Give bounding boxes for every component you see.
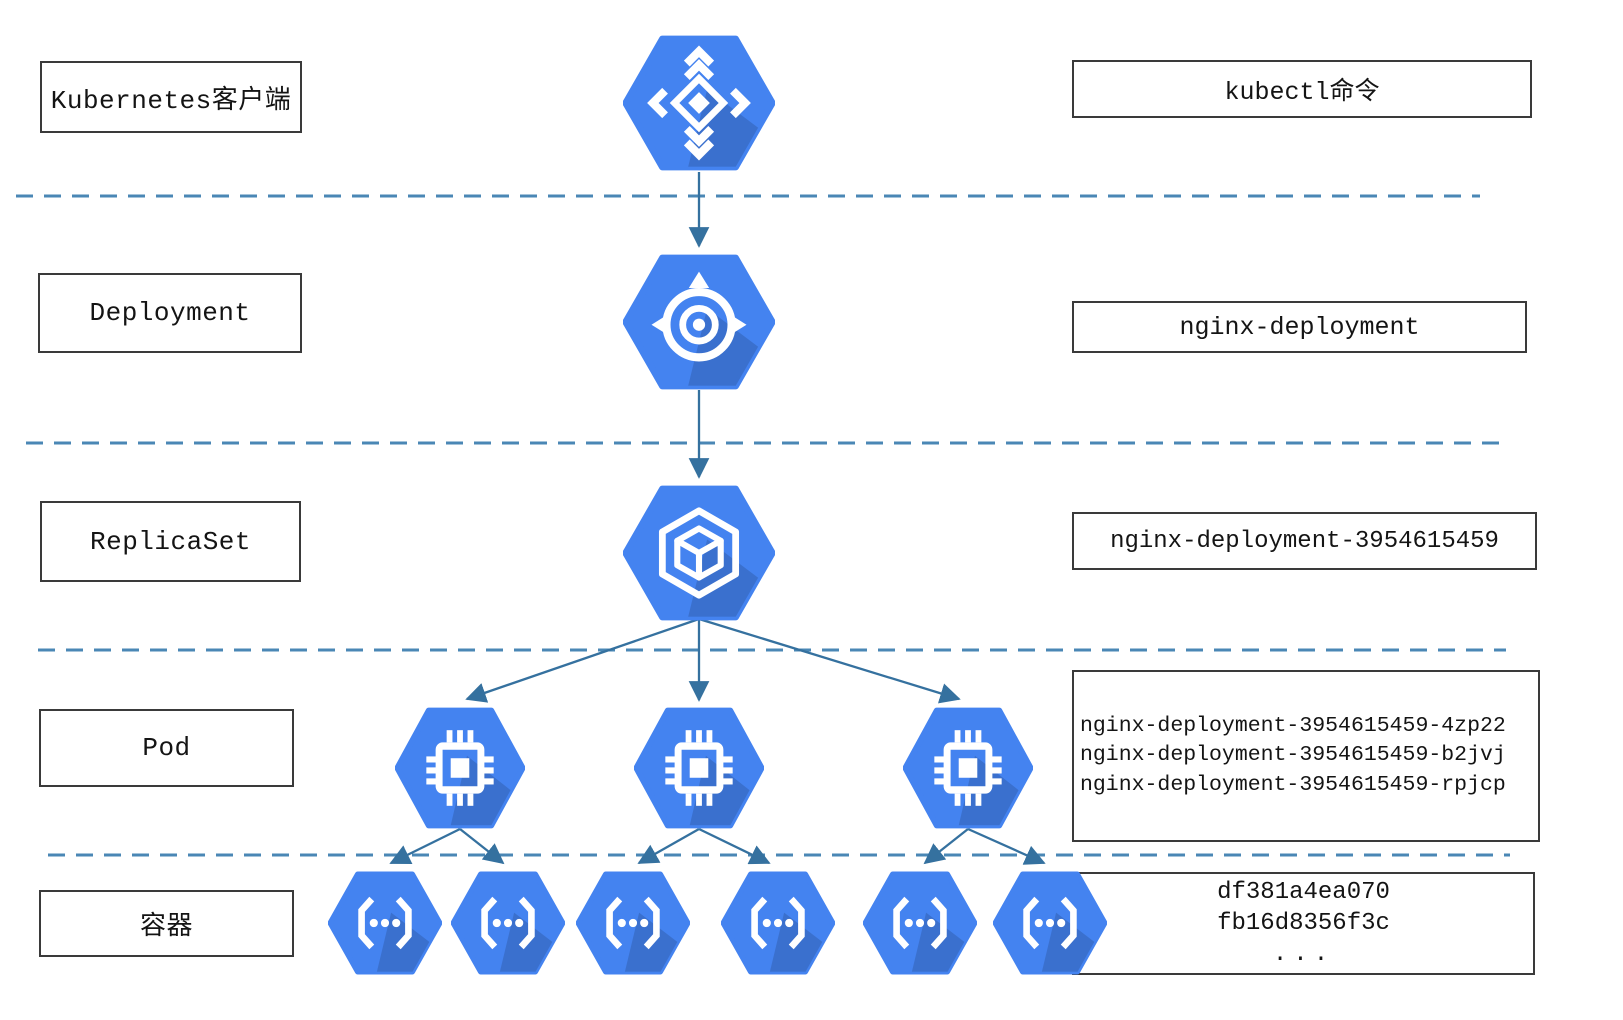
layer-label: Kubernetes客户端 [50,85,292,116]
layer-label: 容器 [139,912,193,942]
container-braces-icon [328,871,442,975]
container-braces-icon [451,871,565,975]
pod-chip-icon [395,707,525,829]
arrow-pod2-to-container-4 [698,827,771,865]
pod-chip-icon [634,707,764,829]
kubectl-command-text: kubectl命令 [1224,78,1380,107]
value-box-kubectl-command: kubectl命令 [1072,60,1532,118]
connector-arrows [389,172,1046,865]
arrow-pod2-to-container-3 [637,827,700,865]
container-braces-icon [863,871,977,975]
value-box-replicaset-name: nginx-deployment-3954615459 [1072,512,1537,570]
container-braces-icon [993,871,1107,975]
replicaset-icon [623,485,775,621]
arrow-pod1-to-container-1 [389,827,461,865]
deployment-name-text: nginx-deployment [1179,312,1420,342]
container-braces-icon [576,871,690,975]
layer-label-box-replicaset: ReplicaSet [40,501,301,582]
arrow-pod1-to-container-2 [459,828,505,865]
arrow-pod3-to-container-5 [923,828,969,865]
value-box-deployment-name: nginx-deployment [1072,301,1527,353]
arrow-replicaset-to-pod-3 [698,617,961,704]
layer-label: Pod [142,733,191,763]
value-box-container-ids: df381a4ea070 fb16d8356f3c ... [1072,872,1535,975]
container-id: df381a4ea070 [1217,878,1390,906]
pod-name: nginx-deployment-3954615459-4zp22 [1080,713,1506,738]
value-box-pod-names: nginx-deployment-3954615459-4zp22 nginx-… [1072,670,1540,842]
arrow-replicaset-to-pod-1 [465,617,700,703]
container-braces-icon [721,871,835,975]
layer-label: Deployment [89,298,251,328]
layer-label-box-kubernetes-client: Kubernetes客户端 [40,61,302,133]
replicaset-name-text: nginx-deployment-3954615459 [1110,527,1499,555]
container-id: fb16d8356f3c [1217,909,1390,937]
arrow-pod3-to-container-6 [967,827,1046,865]
container-id-ellipsis: ... [1272,941,1335,969]
layer-label-box-container: 容器 [39,890,294,957]
layer-label: ReplicaSet [89,526,252,557]
layer-separator-lines [16,194,1510,857]
pod-chip-icon [903,707,1033,829]
layer-label-box-deployment: Deployment [38,273,302,353]
layer-label-box-pod: Pod [39,709,294,787]
kubernetes-engine-icon [623,35,775,171]
deployment-icon [623,254,775,390]
pod-name: nginx-deployment-3954615459-rpjcp [1080,772,1506,797]
pod-name: nginx-deployment-3954615459-b2jvj [1080,743,1506,768]
